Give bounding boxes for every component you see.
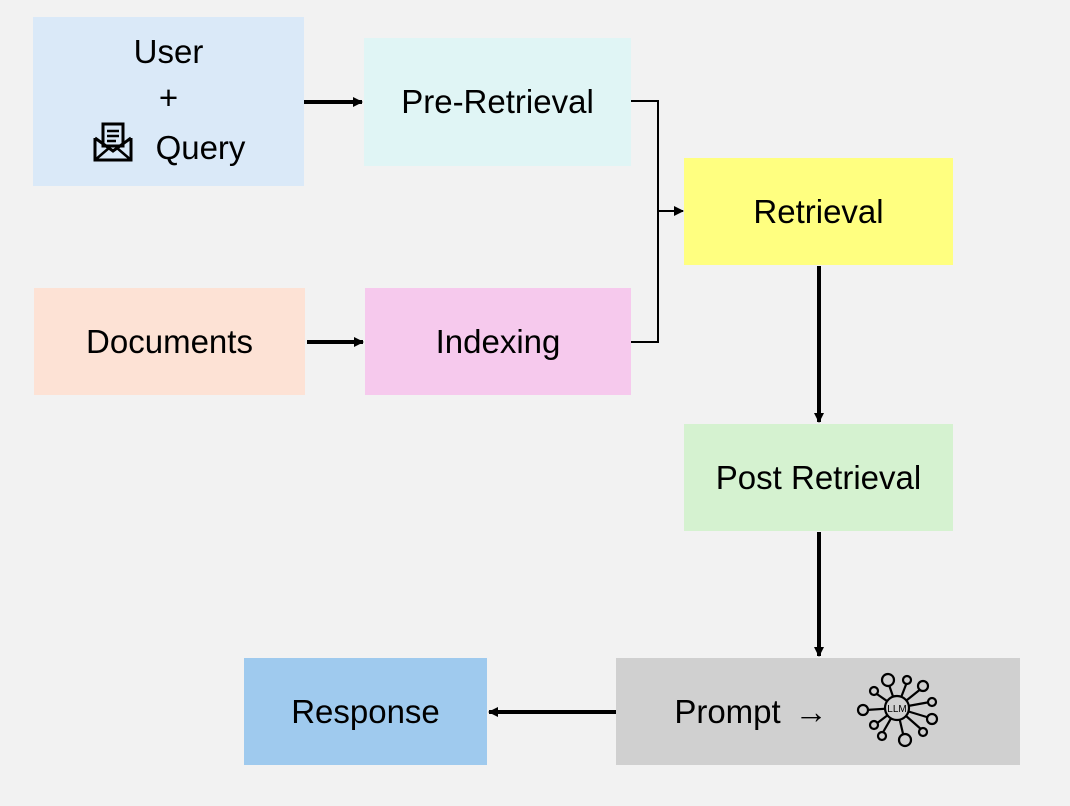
pre-retrieval-box: Pre-Retrieval <box>364 38 631 166</box>
pre-retrieval-label: Pre-Retrieval <box>401 83 594 120</box>
indexing-label: Indexing <box>435 322 561 360</box>
llm-icon-text: LLM <box>887 704 906 715</box>
indexing-box: Indexing <box>365 288 631 395</box>
post-retrieval-box: Post Retrieval <box>684 424 953 531</box>
envelope-document-icon <box>92 121 134 175</box>
documents-box: Documents <box>34 288 305 395</box>
user-query-box: User + Query <box>33 17 304 186</box>
prompt-label: Prompt <box>674 692 781 730</box>
response-label: Response <box>291 692 440 730</box>
prompt-arrow-glyph: → <box>794 692 828 730</box>
retrieval-box: Retrieval <box>684 158 953 265</box>
connector-pre-retrieval-bracket <box>631 100 659 343</box>
query-label: Query <box>155 128 246 166</box>
post-retrieval-label: Post Retrieval <box>715 458 922 496</box>
retrieval-label: Retrieval <box>753 192 884 230</box>
prompt-row: Prompt → <box>674 693 827 731</box>
plus-label: + <box>158 78 179 116</box>
llm-network-icon: LLM <box>852 668 942 756</box>
documents-label: Documents <box>86 322 253 360</box>
query-row: Query <box>92 121 246 175</box>
user-label: User <box>133 32 204 70</box>
response-box: Response <box>244 658 487 765</box>
prompt-box: Prompt → <box>616 658 1020 765</box>
